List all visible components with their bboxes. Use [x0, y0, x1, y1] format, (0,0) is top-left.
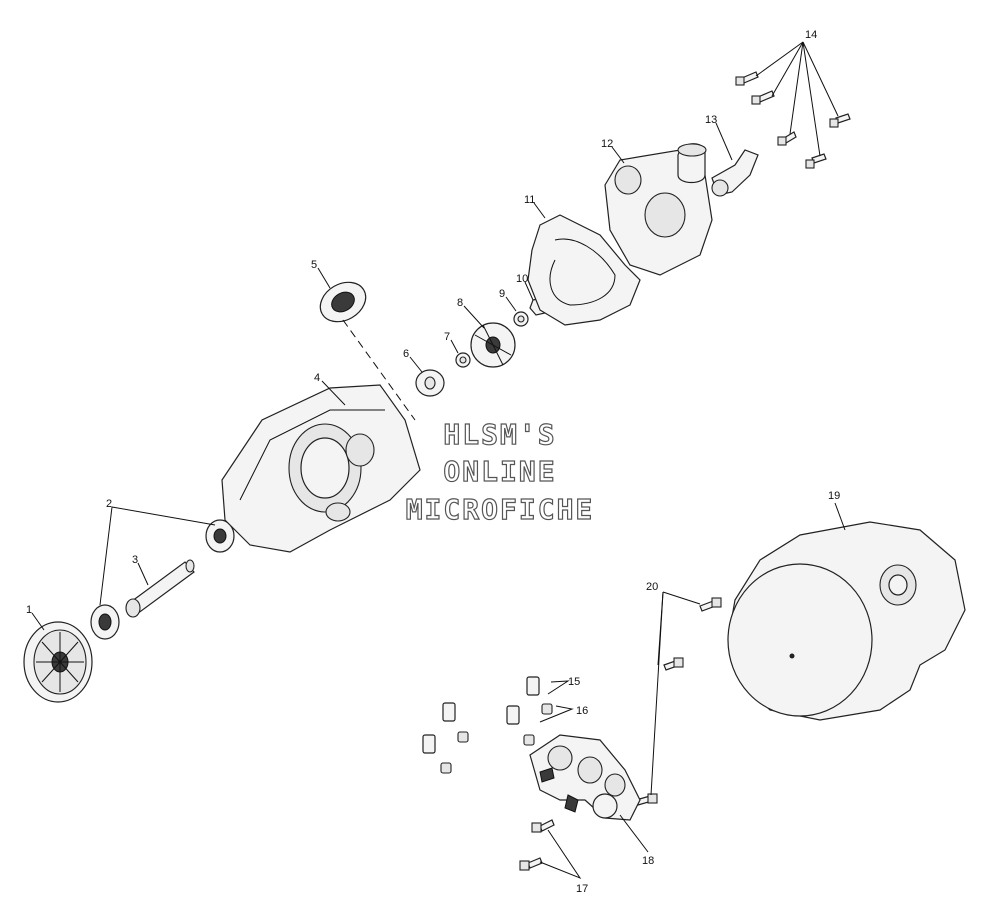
callout-2: 2 [106, 498, 112, 510]
part-11-gasket [527, 214, 641, 326]
callout-17: 17 [576, 883, 588, 895]
leader-lines [31, 41, 846, 880]
callout-19: 19 [828, 490, 840, 502]
callout-15: 15 [568, 676, 580, 688]
watermark-line-3: MICROFICHE [406, 493, 595, 526]
part-16-bushings [440, 703, 553, 774]
callout-16: 16 [576, 705, 588, 717]
part-20-bolts [635, 597, 722, 806]
part-17-screws [519, 819, 555, 871]
watermark: HLSM'S ONLINE MICROFICHE [405, 417, 595, 526]
part-1-gear [23, 621, 93, 703]
part-5-seal [319, 281, 367, 323]
part-19-cover [727, 521, 966, 721]
callout-14: 14 [805, 29, 817, 41]
watermark-line-1: HLSM'S [443, 418, 556, 451]
callout-numbers: 1 2 3 4 5 6 7 8 9 10 11 12 13 14 15 16 1… [26, 29, 840, 895]
part-4-housing [221, 384, 421, 553]
callout-1: 1 [26, 604, 32, 616]
part-3-shaft [125, 559, 195, 618]
watermark-line-2: ONLINE [443, 455, 556, 488]
callout-18: 18 [642, 855, 654, 867]
callout-6: 6 [403, 348, 409, 360]
part-9-washer [513, 311, 529, 327]
part-6-spacer [415, 369, 445, 397]
callout-4: 4 [314, 372, 320, 384]
part-15-dowels [422, 676, 540, 754]
part-7-washer [455, 352, 471, 368]
callout-13: 13 [705, 114, 717, 126]
callout-12: 12 [601, 138, 613, 150]
callout-20: 20 [646, 581, 658, 593]
callout-11: 11 [524, 194, 535, 206]
alignment-dashed-line [342, 319, 416, 421]
callout-10: 10 [516, 273, 528, 285]
callout-3: 3 [132, 554, 138, 566]
part-2-bearing-lower [90, 604, 120, 640]
callout-5: 5 [311, 259, 317, 271]
callout-8: 8 [457, 297, 463, 309]
part-18-pump-assembly [529, 734, 641, 821]
callout-9: 9 [499, 288, 505, 300]
part-8-impeller [470, 322, 516, 368]
part-12-pump-cover [604, 143, 713, 276]
part-13-fitting [711, 149, 759, 197]
part-2-bearing-upper [205, 519, 235, 553]
callout-7: 7 [444, 331, 450, 343]
